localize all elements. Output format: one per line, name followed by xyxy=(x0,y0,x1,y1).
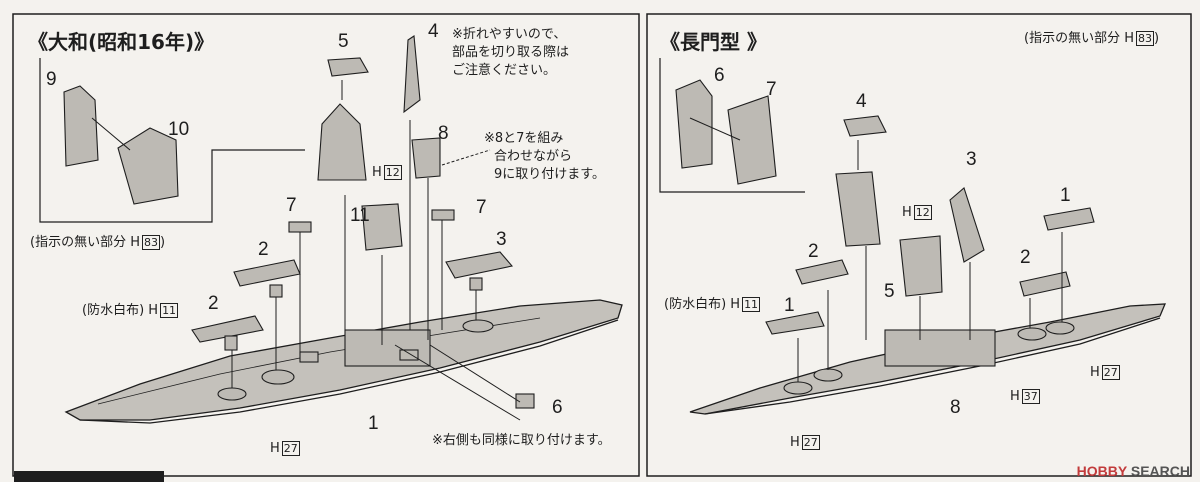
part-label: 3 xyxy=(496,229,507,250)
part-label: 4 xyxy=(856,91,867,112)
part-label: 11 xyxy=(350,205,370,226)
left-panel-frame xyxy=(12,13,640,477)
watermark: HOBBY SEARCH xyxy=(1076,463,1190,479)
part-label: 2 xyxy=(208,293,219,314)
part-label: 1 xyxy=(1060,185,1071,206)
part-label: 2 xyxy=(808,241,819,262)
yamato-deck-parts xyxy=(217,319,494,401)
part-label: 6 xyxy=(714,65,725,86)
nagato-title: 《長門型 》 xyxy=(660,30,767,54)
part-label: 6 xyxy=(552,397,563,418)
part-label: 2 xyxy=(1020,247,1031,268)
part-label: 3 xyxy=(966,149,977,170)
nagato-leader-lines xyxy=(689,117,1063,382)
part-label: 8 xyxy=(438,123,449,144)
section-header-bar xyxy=(14,471,164,482)
yamato-superstructure xyxy=(63,35,535,409)
combine-note: ※8と7を組み 合わせながら 9に取り付けます。 xyxy=(484,131,605,182)
part-label: 7 xyxy=(476,197,487,218)
part-label: 10 xyxy=(168,119,190,140)
right-side-note: ※右側も同様に取り付けます。 xyxy=(432,433,611,448)
part-label: 7 xyxy=(286,195,297,216)
yamato-leader-lines xyxy=(91,80,521,421)
part-label: 2 xyxy=(258,239,269,260)
right-panel-frame xyxy=(646,13,1192,477)
part-label: 5 xyxy=(884,281,895,302)
nagato-parts xyxy=(675,79,1095,395)
part-label: 8 xyxy=(950,397,961,418)
part-label: 1 xyxy=(368,413,379,434)
part-label: 5 xyxy=(338,31,349,52)
part-label: 9 xyxy=(46,69,57,90)
fragile-note: ※折れやすいので、 部品を切り取る際は ご注意ください。 xyxy=(452,27,570,78)
part-label: 7 xyxy=(766,79,777,100)
part-label: 4 xyxy=(428,21,439,42)
yamato-turrets xyxy=(191,251,514,351)
part-label: 1 xyxy=(784,295,795,316)
yamato-title: 《大和(昭和16年)》 xyxy=(28,30,215,54)
